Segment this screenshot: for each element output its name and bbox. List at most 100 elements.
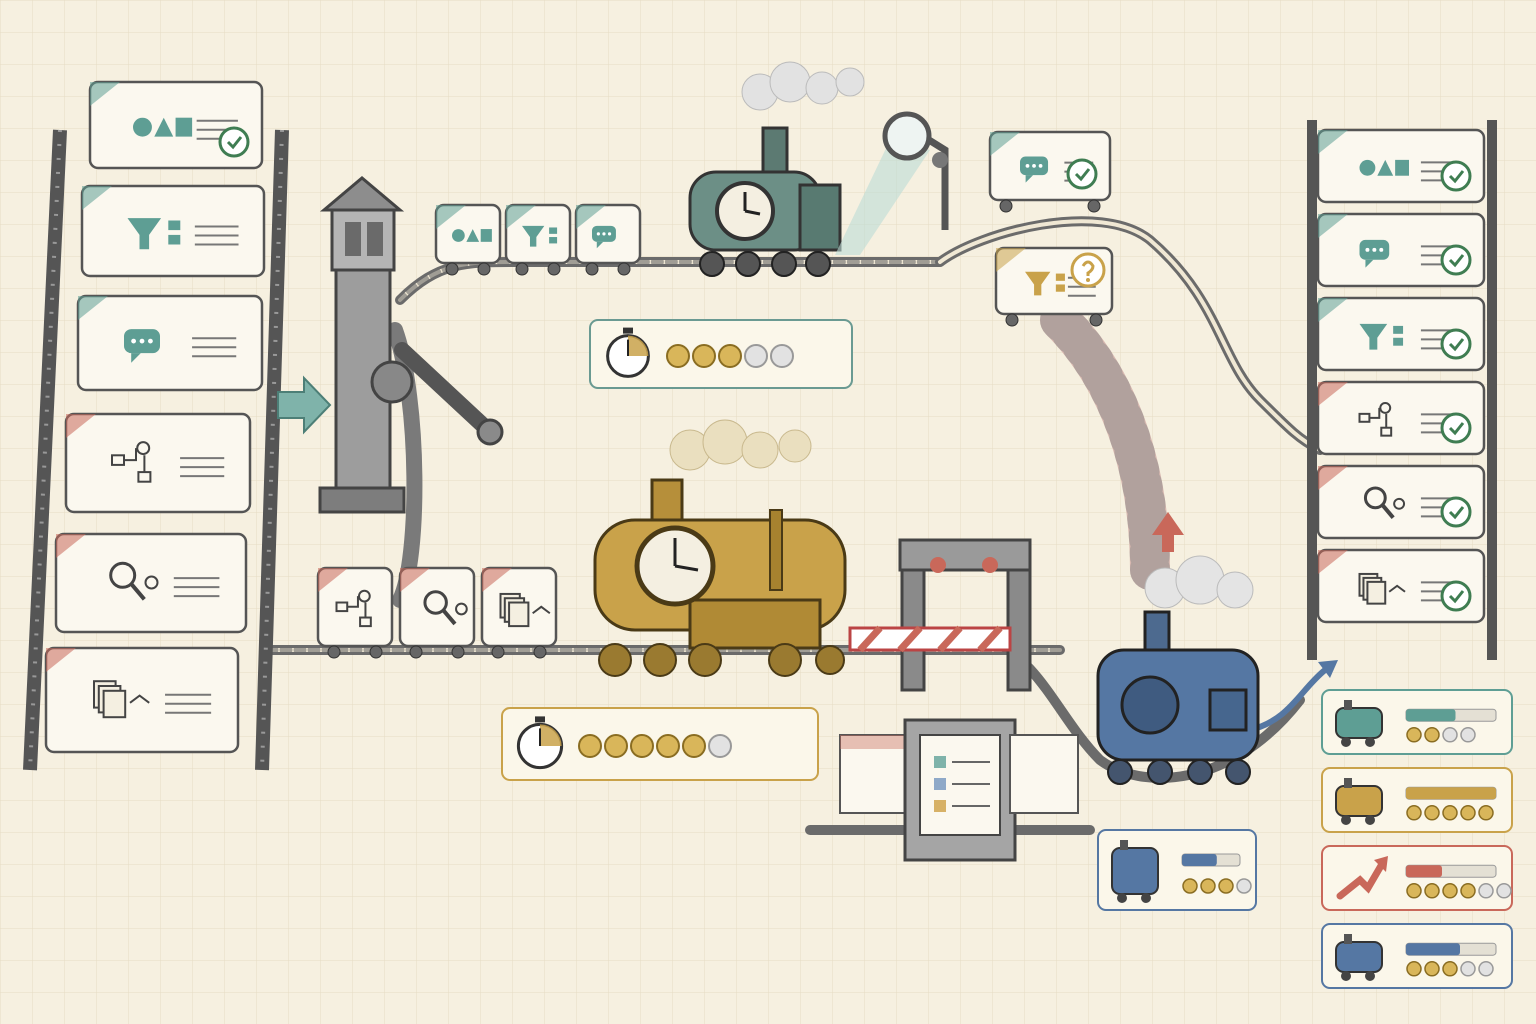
teal-locomotive [688,61,865,277]
blue-engine-icon [1111,840,1159,903]
blue-engine-icon [1335,934,1383,981]
stopwatch-icon [516,716,564,770]
magnifier-icon [109,561,159,601]
coin-row [1406,961,1494,977]
intake-card [76,294,264,392]
intake-card [54,532,248,634]
coin-empty [708,734,732,758]
fast-wagon [434,203,502,276]
signal-tower [318,176,504,514]
intake-arrow [277,375,332,435]
coin-filled [604,734,628,758]
coin-filled [1406,961,1422,977]
flowchart-icon [111,441,152,483]
coin-filled [1442,883,1458,899]
output-card [1316,464,1486,540]
coin-empty [1460,961,1476,977]
coin-filled [630,734,654,758]
check-icon [1440,244,1472,276]
smoke-plume-gold [669,419,812,471]
heavy-train-wagons [316,566,558,659]
coin-filled [1478,805,1494,821]
coin-filled [682,734,706,758]
coin-filled [1424,883,1440,899]
magnifier-icon [1363,486,1406,519]
coin-empty [1496,883,1512,899]
flowchart-icon [335,589,372,628]
coin-filled [1460,883,1476,899]
check-icon [1066,158,1098,190]
output-arrow [1247,667,1328,733]
level-bar-fill [1406,709,1456,722]
heavy-wagon [480,566,558,659]
chat-icon [1020,156,1049,183]
coin-row [1406,727,1476,743]
coin-filled [718,344,742,368]
intake-card [64,412,252,514]
coin-empty [1478,883,1494,899]
inspection-card [988,130,1112,213]
checkpoint-gate [848,538,1032,692]
scanner-lens [835,111,949,255]
intake-card [88,80,264,170]
legend-row [1321,767,1513,833]
chat-icon [592,225,616,249]
coin-row [1406,883,1512,899]
check-icon [1440,496,1472,528]
coin-filled [1442,961,1458,977]
reject-arrow [1152,512,1184,552]
check-icon [1440,160,1472,192]
check-icon [218,126,250,158]
coin-filled [1406,727,1422,743]
gold-locomotive [593,419,847,677]
coin-row [578,734,732,758]
coin-filled [1424,727,1440,743]
escalate-arrow-icon [1336,856,1388,900]
intake-ladder [23,129,289,771]
review-station [839,718,1079,862]
question-icon [1070,252,1106,288]
legend-row [1321,689,1513,755]
coin-empty [1442,727,1458,743]
level-bar-fill [1182,854,1217,866]
coin-filled [1424,961,1440,977]
heavy-wagon [398,566,476,659]
coin-row [1406,805,1494,821]
blue-locomotive [1096,555,1260,785]
level-bar-fill [1406,943,1460,956]
shapes-icon [452,229,492,242]
teal-engine-icon [1335,700,1383,747]
stacked-docs-icon [93,680,150,719]
stacked-docs-icon [499,592,551,628]
inspection-card [994,246,1114,327]
gear-icon [370,360,414,404]
check-icon [1440,412,1472,444]
coin-filled [656,734,680,758]
level-bar-fill [1406,787,1496,800]
fast-wagon [574,203,642,276]
inspection-carts [988,130,1114,327]
shapes-icon [133,117,193,137]
output-card [1316,296,1486,372]
coin-filled [666,344,690,368]
coin-filled [578,734,602,758]
output-card [1316,128,1486,204]
coin-filled [1218,878,1234,894]
intake-card [80,184,266,278]
fast-route-stats [589,319,853,389]
cost-legend [1321,689,1513,989]
intake-card [44,646,240,754]
coin-filled [1406,883,1422,899]
legend-row [1321,923,1513,989]
filter-icon [522,225,558,247]
smoke-plume [741,61,865,111]
wheel-icon [1120,675,1180,735]
fast-train-wagons [434,203,642,276]
magnifier-icon [882,111,932,161]
coin-filled [1200,878,1216,894]
chat-icon [1359,239,1390,268]
gold-engine-icon [1335,778,1383,825]
coin-filled [1182,878,1198,894]
coin-filled [1460,805,1476,821]
